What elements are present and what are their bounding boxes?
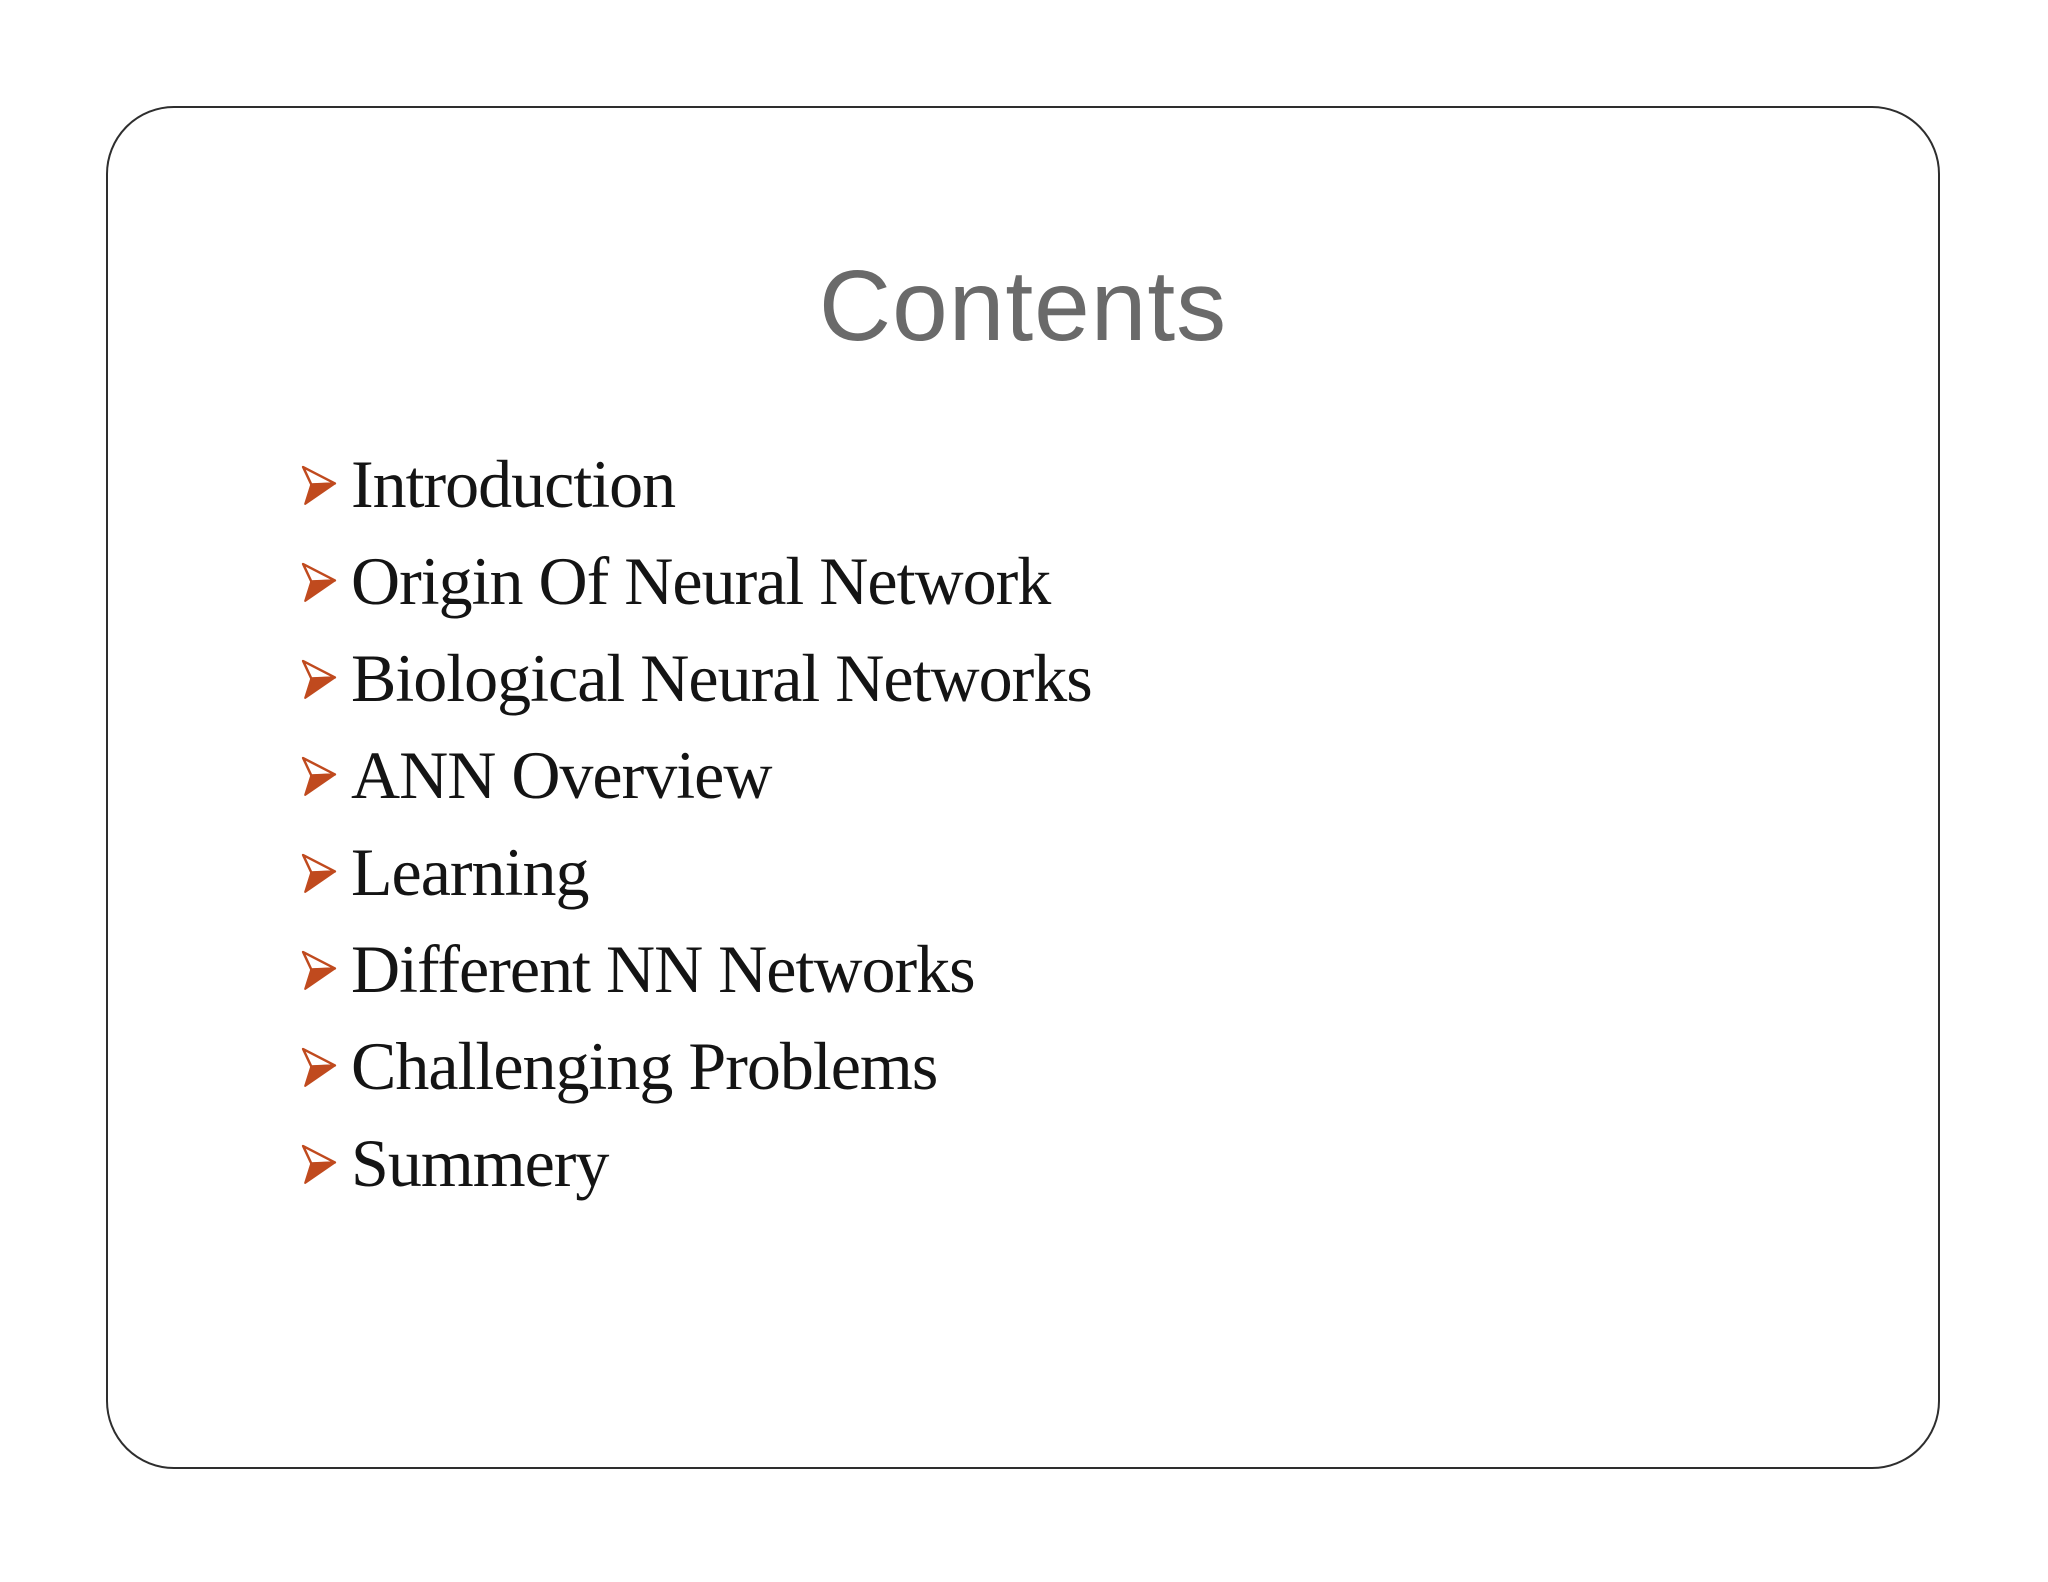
list-item-label: ANN Overview — [351, 737, 772, 813]
list-item-label: Summery — [351, 1125, 609, 1201]
list-item-label: Different NN Networks — [351, 931, 976, 1007]
list-item: Introduction — [300, 436, 1092, 533]
contents-list: Introduction Origin Of Neural Network Bi… — [300, 436, 1093, 1212]
3d-arrowhead-right-icon — [301, 1047, 337, 1087]
list-item-label: Origin Of Neural Network — [351, 543, 1051, 619]
3d-arrowhead-right-icon — [301, 853, 337, 893]
list-item-label: Biological Neural Networks — [351, 640, 1093, 716]
list-item-label: Challenging Problems — [351, 1028, 938, 1104]
list-item-label: Introduction — [351, 446, 676, 522]
list-item: ANN Overview — [300, 727, 1092, 824]
list-item: Challenging Problems — [300, 1018, 1092, 1115]
3d-arrowhead-right-icon — [301, 562, 337, 602]
list-item: Different NN Networks — [300, 921, 1092, 1018]
3d-arrowhead-right-icon — [301, 756, 337, 796]
list-item: Origin Of Neural Network — [300, 533, 1092, 630]
3d-arrowhead-right-icon — [301, 950, 337, 990]
3d-arrowhead-right-icon — [301, 465, 337, 505]
list-item: Biological Neural Networks — [300, 630, 1093, 727]
list-item: Summery — [300, 1115, 1092, 1212]
slide: Contents Introduction Origin Of Neural N… — [106, 106, 1940, 1469]
list-item-label: Learning — [351, 834, 589, 910]
3d-arrowhead-right-icon — [301, 659, 337, 699]
slide-title: Contents — [818, 250, 1228, 362]
list-item: Learning — [300, 824, 1092, 921]
3d-arrowhead-right-icon — [301, 1144, 337, 1184]
